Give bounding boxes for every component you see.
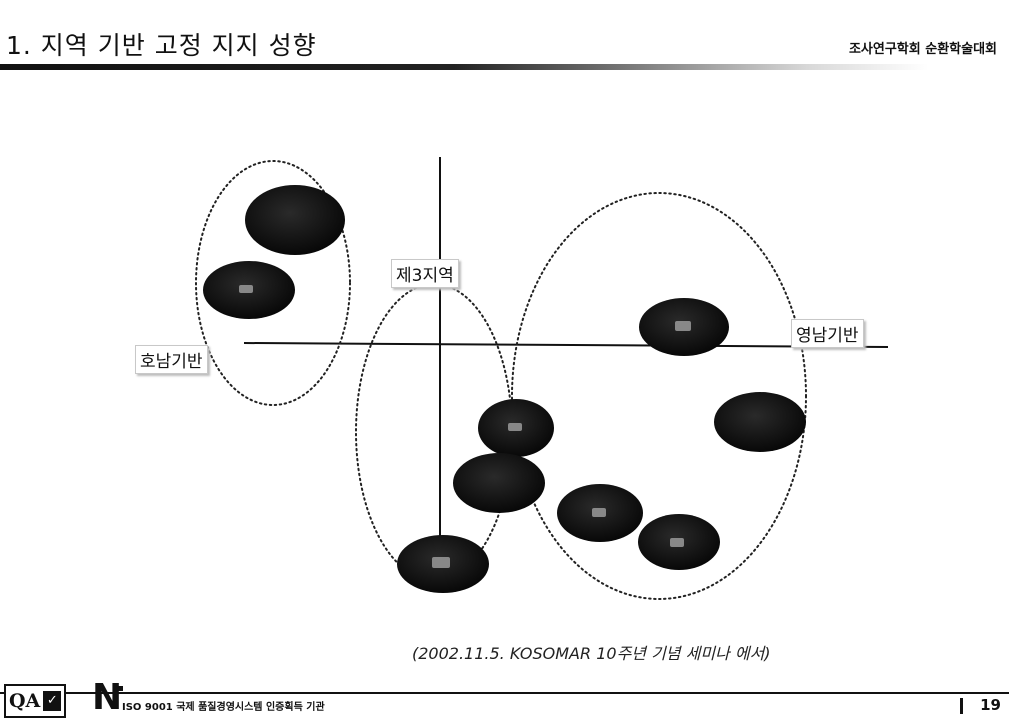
honam-cluster-ellipse bbox=[195, 160, 351, 406]
region-blob bbox=[714, 392, 806, 452]
n-logo-dot bbox=[118, 686, 123, 691]
qa-logo: QA ✓ bbox=[4, 684, 66, 718]
slide-title: 1. 지역 기반 고정 지지 성향 bbox=[6, 31, 317, 60]
page-number-bar bbox=[960, 698, 963, 714]
blob-mark bbox=[592, 508, 606, 517]
certification-text: ISO 9001 국제 품질경영시스템 인증획득 기관 bbox=[122, 702, 325, 713]
blob-mark bbox=[670, 538, 684, 547]
third-region-label: 제3지역 bbox=[391, 259, 459, 288]
page-number: 19 bbox=[980, 696, 1001, 714]
n-logo: N bbox=[92, 677, 123, 718]
blob-mark bbox=[432, 557, 450, 568]
region-blob bbox=[453, 453, 545, 513]
qa-logo-text: QA bbox=[9, 690, 41, 712]
region-blob bbox=[245, 185, 345, 255]
blob-mark bbox=[508, 423, 522, 431]
horizontal-axis bbox=[243, 342, 889, 348]
title-rule bbox=[0, 64, 1009, 70]
source-citation: (2002.11.5. KOSOMAR 10주년 기념 세미나 에서) bbox=[412, 644, 771, 663]
blob-mark bbox=[239, 285, 253, 293]
organization-name: 조사연구학회 순환학술대회 bbox=[848, 42, 997, 57]
yeongnam-base-label: 영남기반 bbox=[791, 319, 864, 348]
footer-rule bbox=[0, 692, 1009, 694]
blob-mark bbox=[675, 321, 691, 331]
honam-base-label: 호남기반 bbox=[135, 345, 208, 374]
check-icon: ✓ bbox=[43, 691, 62, 711]
yeongnam-cluster-ellipse bbox=[511, 192, 807, 600]
